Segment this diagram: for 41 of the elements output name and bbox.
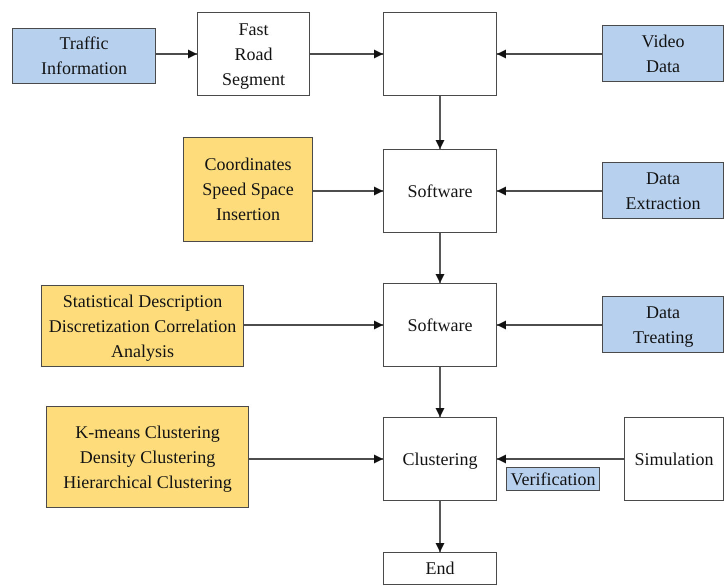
method-box bbox=[41, 285, 244, 367]
node-text: Statistical Description Discretization Correlation Analysis bbox=[48, 290, 238, 363]
arrow bbox=[156, 50, 197, 58]
arrow bbox=[497, 320, 602, 330]
arrow bbox=[436, 501, 444, 552]
node-text: End bbox=[426, 557, 454, 580]
empty-box bbox=[383, 12, 497, 96]
arrow bbox=[313, 186, 383, 196]
process-box bbox=[383, 283, 497, 367]
node-text: Data Extraction bbox=[624, 166, 702, 214]
node-text: Clustering bbox=[402, 448, 478, 471]
process-box bbox=[383, 552, 497, 585]
arrow bbox=[497, 186, 602, 196]
input-box bbox=[602, 25, 724, 82]
node-text: Traffic Information bbox=[40, 32, 128, 80]
edge-label: Verification bbox=[506, 467, 600, 491]
input-box bbox=[602, 296, 724, 353]
arrow bbox=[436, 367, 444, 417]
input-box bbox=[602, 162, 724, 219]
node-text: Fast Road Segment bbox=[221, 18, 286, 91]
arrow bbox=[436, 96, 444, 149]
node-text: Video Data bbox=[640, 30, 686, 78]
arrow bbox=[244, 320, 383, 330]
method-box bbox=[46, 406, 249, 508]
arrow bbox=[249, 454, 383, 464]
arrow bbox=[310, 50, 383, 58]
process-box bbox=[624, 417, 724, 501]
process-box bbox=[197, 12, 310, 96]
node-text: Simulation bbox=[634, 448, 714, 470]
node-text: Software bbox=[408, 314, 472, 336]
method-box bbox=[183, 137, 313, 242]
process-box bbox=[383, 149, 497, 233]
process-box bbox=[383, 417, 497, 501]
input-box bbox=[12, 28, 156, 84]
arrow bbox=[497, 454, 624, 464]
arrow bbox=[436, 233, 444, 283]
arrow bbox=[497, 50, 602, 58]
node-text: Software bbox=[408, 180, 472, 202]
node-text: K-means Clustering Density Clustering Hierarchical Clustering bbox=[62, 420, 232, 494]
node-text: Data Treating bbox=[633, 300, 693, 349]
node-text: Coordinates Speed Space Insertion bbox=[201, 153, 295, 226]
